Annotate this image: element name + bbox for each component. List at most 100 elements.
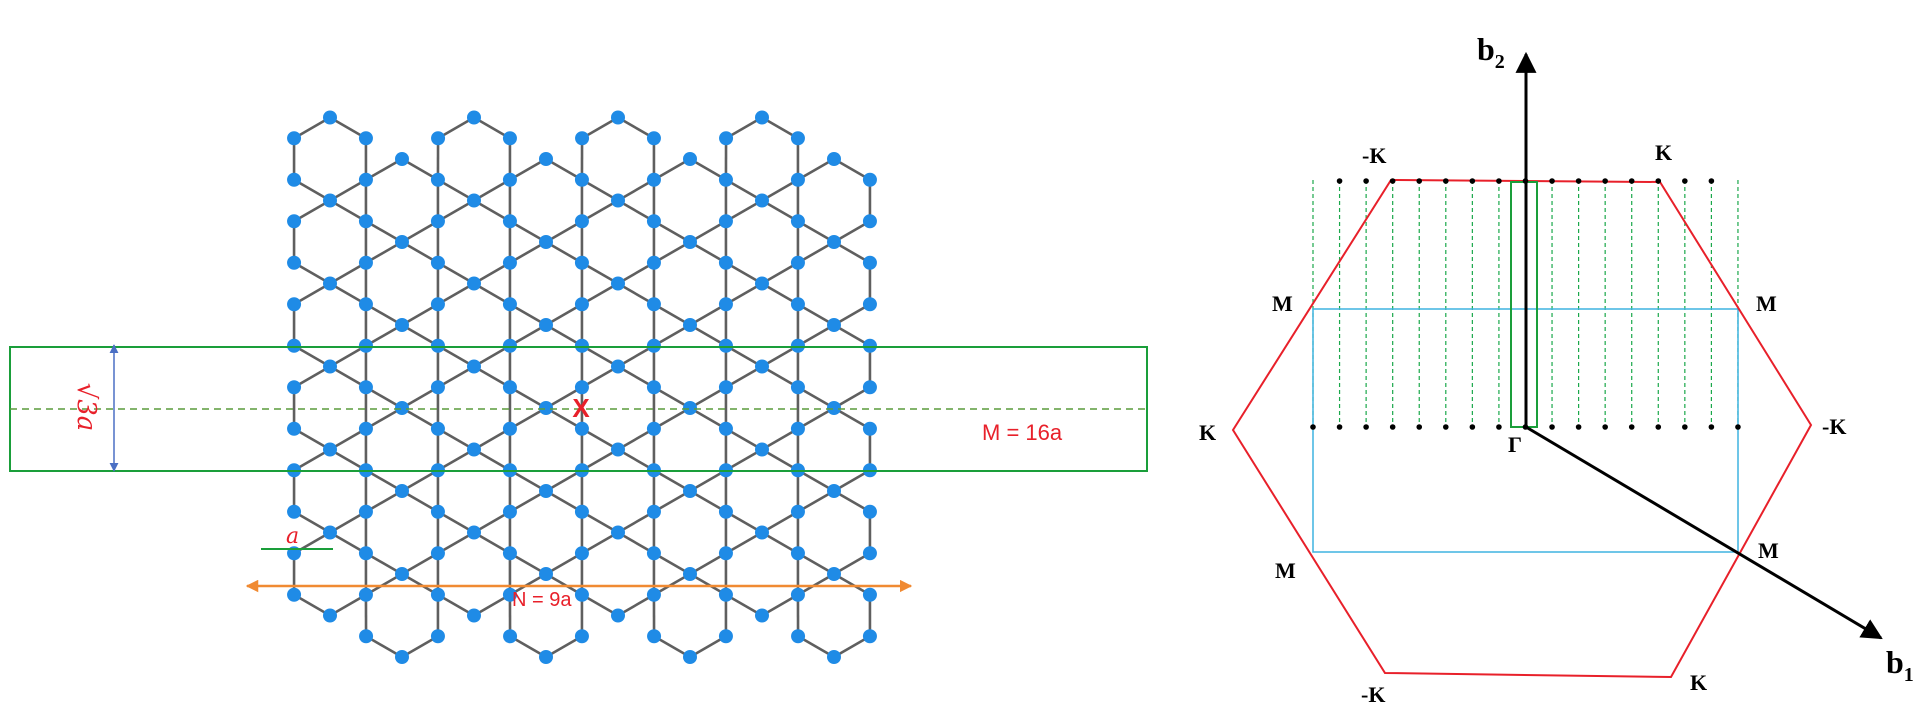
m-lower-right-label: M (1758, 538, 1779, 563)
lattice-atom (395, 567, 409, 581)
lattice-atom (467, 276, 481, 291)
lattice-atom (430, 214, 445, 229)
lattice-atom (467, 442, 481, 457)
brillouin-zone: b2 b1 Γ -K K K -K -K K M M M M (1199, 31, 1914, 707)
k-point-dot (1389, 424, 1396, 430)
lattice-atom (646, 172, 661, 187)
lattice-atom (502, 421, 517, 436)
k-top-right-label: K (1655, 140, 1672, 165)
lattice-atom (574, 629, 589, 644)
lattice-atom (790, 587, 805, 602)
lattice-atom (755, 193, 769, 208)
k-point-dot (1549, 424, 1555, 430)
k-point-dot (1575, 424, 1582, 430)
lattice-atom (574, 504, 589, 519)
lattice-atom (718, 546, 733, 561)
lattice-atom (430, 587, 445, 602)
lattice-atom (646, 380, 661, 395)
lattice-atom (718, 214, 733, 229)
lattice-atom (430, 380, 445, 395)
lattice-atom (323, 359, 337, 374)
lattice-atom (718, 380, 733, 395)
lattice-atom (395, 484, 409, 498)
k-point-dot (1708, 178, 1715, 184)
lattice-atom (755, 110, 769, 125)
lattice-atom (467, 359, 481, 374)
lattice-atom (358, 297, 373, 312)
lattice-atom (539, 650, 553, 664)
lattice-atom (539, 484, 553, 498)
k-point-dot (1336, 178, 1343, 184)
lattice-atom (790, 172, 805, 187)
lattice-atom (827, 318, 841, 332)
lattice-atom (287, 504, 302, 519)
lattice-atom (790, 338, 805, 353)
lattice-atom (790, 255, 805, 270)
lattice-atom (574, 255, 589, 270)
lattice-atom (467, 110, 481, 125)
lattice-atom (862, 587, 877, 602)
lattice-atoms (287, 110, 877, 664)
lattice-atom (358, 380, 373, 395)
lattice-atom (503, 629, 518, 644)
lattice-atom (539, 152, 553, 166)
b1-axis (1525, 425, 1883, 640)
k-point-dot (1735, 424, 1741, 430)
lattice-atom (323, 608, 337, 623)
lattice-atom (287, 131, 302, 146)
m-upper-left-label: M (1272, 291, 1293, 316)
lattice-atom (358, 587, 373, 602)
lattice-atom (502, 172, 517, 187)
lattice-atom (790, 297, 805, 312)
lattice-atom (862, 504, 877, 519)
m-upper-right-label: M (1756, 291, 1777, 316)
lattice-atom (574, 338, 589, 353)
lattice-atom (718, 504, 733, 519)
b2-label: b2 (1477, 31, 1505, 73)
k-point-dot (1602, 178, 1608, 184)
lattice-atom (430, 255, 445, 270)
k-point-dot (1655, 178, 1662, 184)
lattice-atom (646, 546, 661, 561)
lattice-atom (862, 214, 877, 229)
lattice-atom (755, 608, 769, 623)
lattice-atom (755, 442, 769, 457)
gamma-label: Γ (1508, 432, 1522, 457)
lattice-atom (323, 276, 337, 291)
lattice-atom (718, 421, 733, 436)
lattice-atom (502, 380, 517, 395)
lattice-atom (502, 255, 517, 270)
k-point-dot (1469, 424, 1476, 430)
k-point-dot (1363, 424, 1369, 430)
lattice-atom (358, 255, 373, 270)
lattice-atom (502, 131, 517, 146)
lattice-atom (790, 214, 805, 229)
brillouin-hexagon (1231, 178, 1813, 679)
lattice-atom (790, 546, 805, 561)
m-lower-left-label: M (1275, 558, 1296, 583)
k-point-dot (1416, 178, 1423, 184)
lattice-atom (611, 276, 625, 291)
lattice-atom (539, 235, 553, 249)
lattice-atom (539, 401, 553, 415)
lattice-atom (646, 131, 661, 146)
k-point-dot (1389, 178, 1396, 184)
lattice-atom (323, 442, 337, 457)
k-left-label: K (1199, 420, 1216, 445)
k-point-dot (1363, 178, 1369, 184)
lattice-atom (611, 442, 625, 457)
k-point-dot (1682, 424, 1688, 430)
lattice-atom (358, 131, 373, 146)
lattice-atom (467, 608, 481, 623)
lattice-atom (358, 546, 373, 561)
lattice-atom (430, 629, 445, 644)
k-point-dots (1310, 178, 1741, 430)
lattice-atom (611, 193, 625, 208)
lattice-atom (467, 525, 481, 540)
lattice-atom (323, 193, 337, 208)
lattice-atom (574, 421, 589, 436)
lattice-atom (683, 152, 697, 166)
lattice-atom (502, 546, 517, 561)
lattice-atom (862, 546, 877, 561)
lattice-atom (827, 152, 841, 166)
